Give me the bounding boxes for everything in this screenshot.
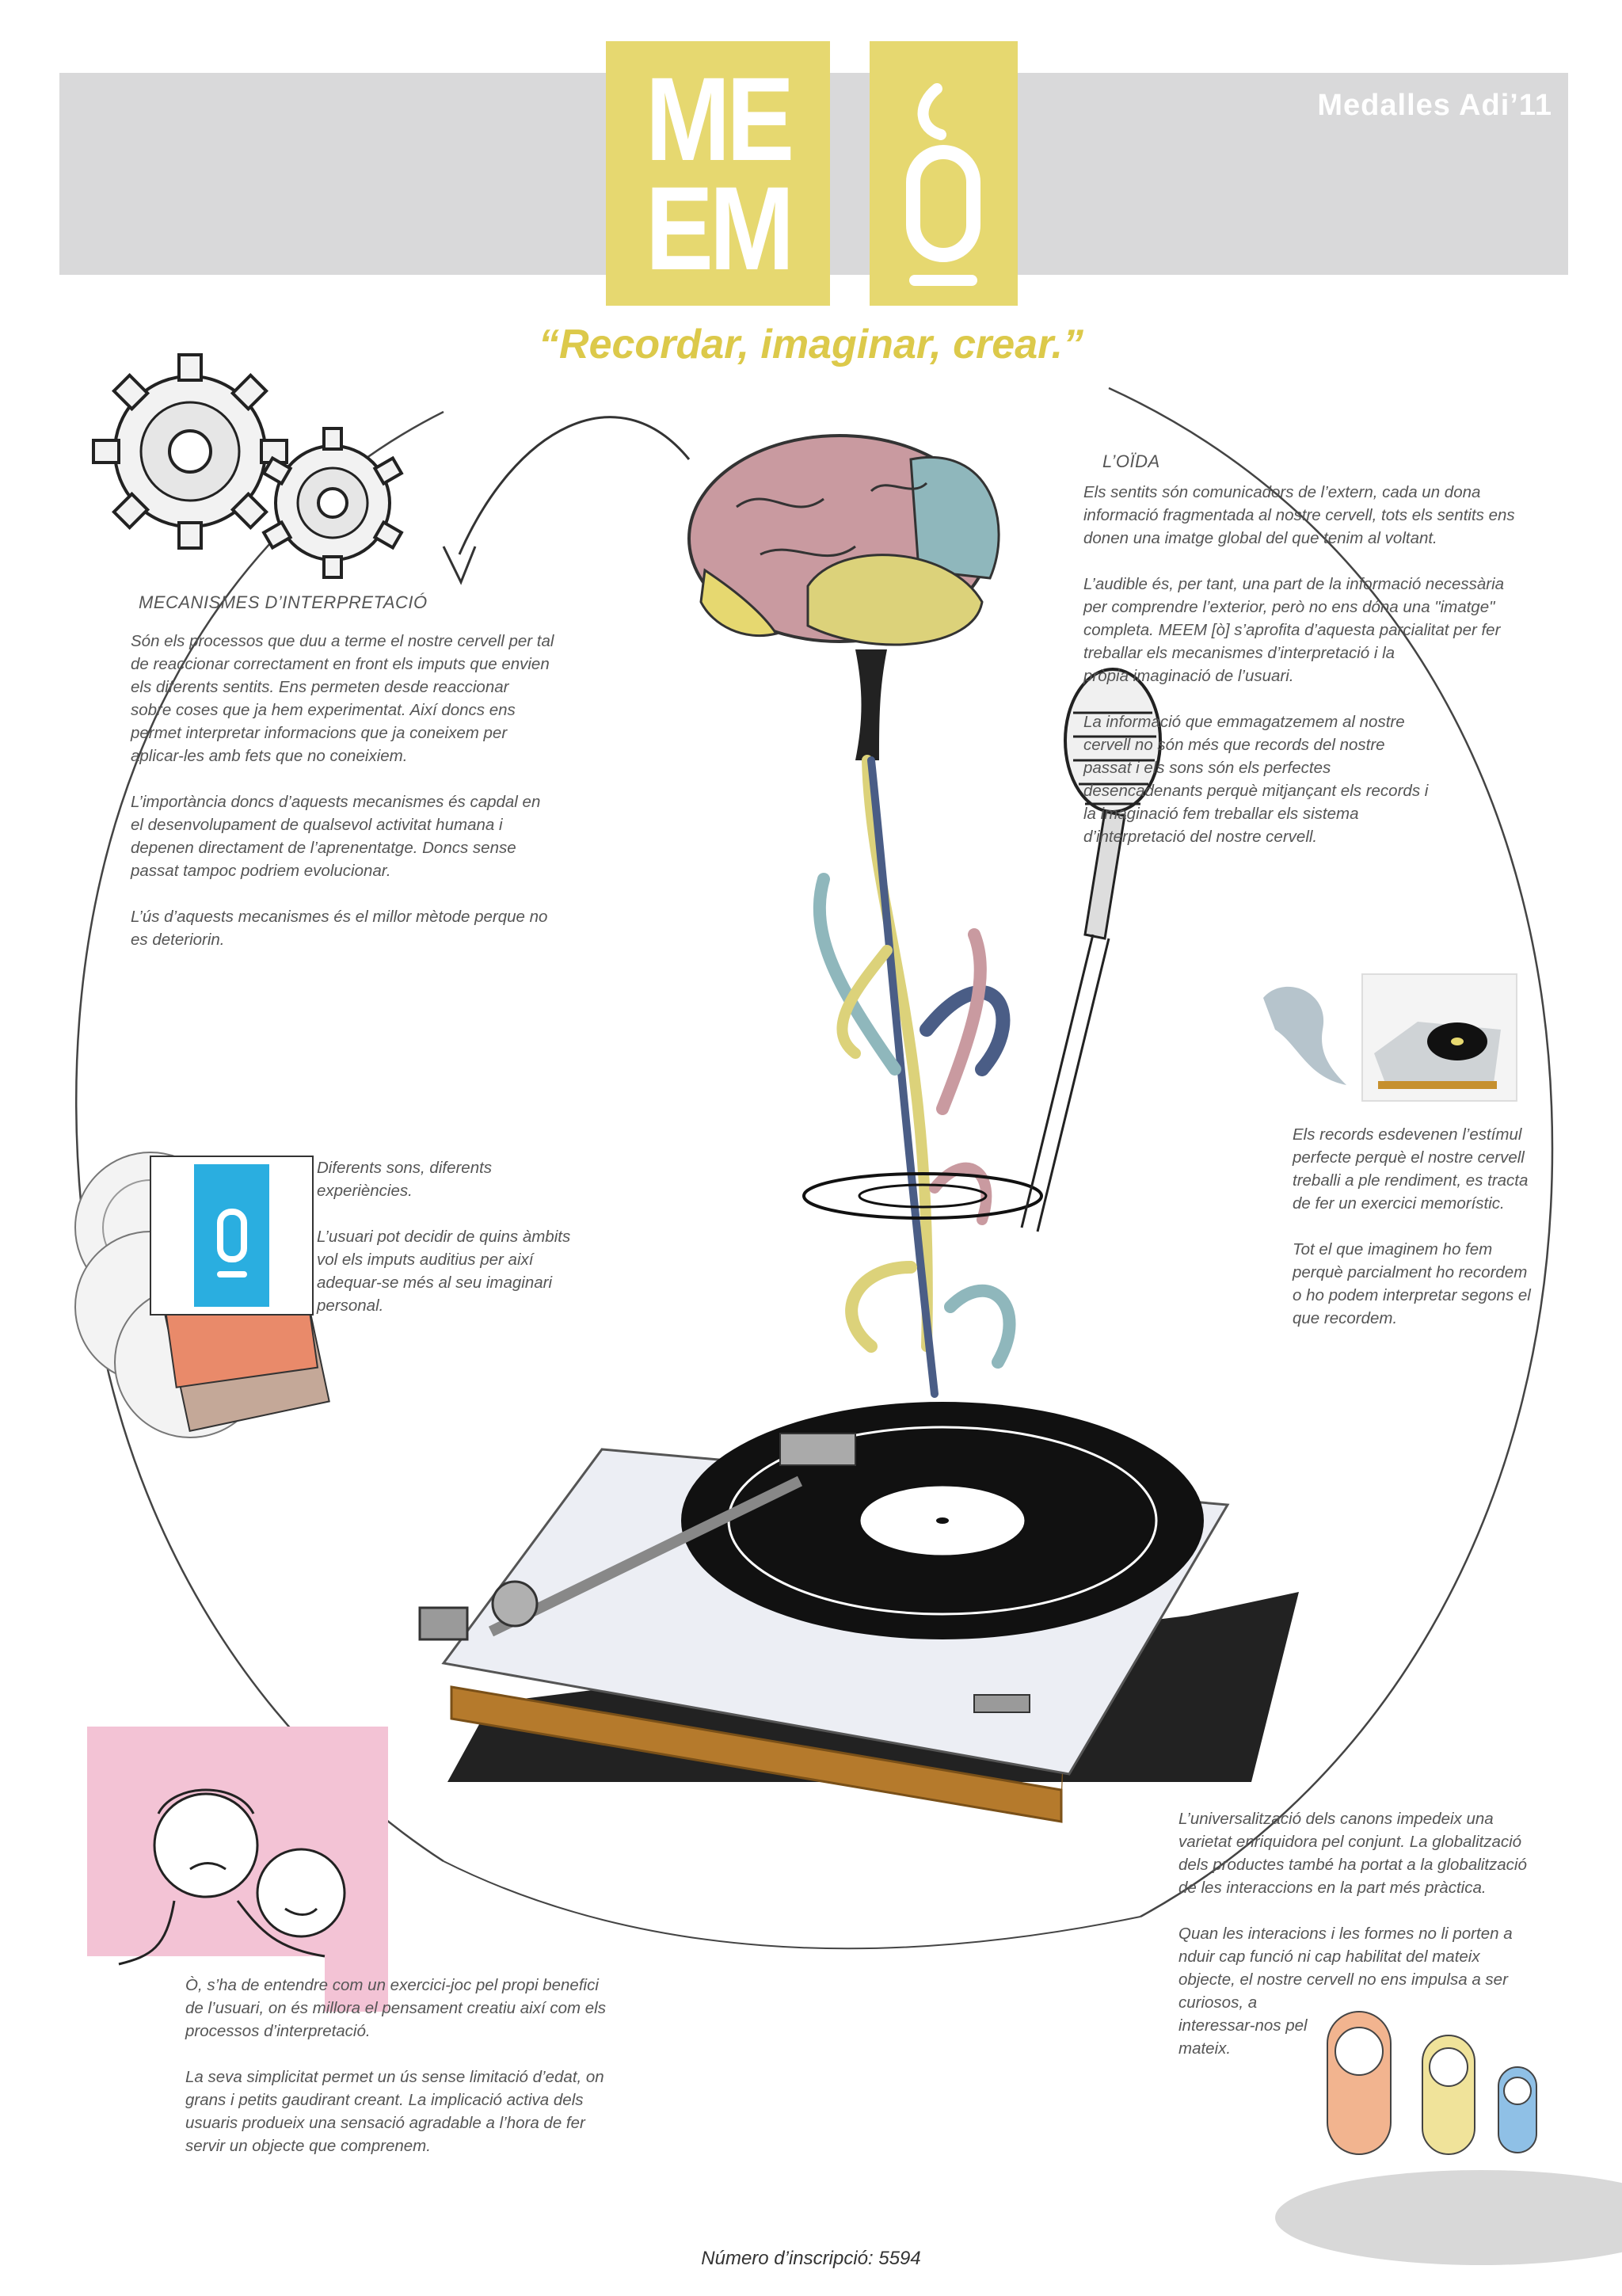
nesting-dolls-icon bbox=[1275, 2011, 1622, 2265]
water-drop-icon bbox=[1263, 986, 1346, 1085]
registration-number: Número d’inscripció: 5594 bbox=[701, 2248, 921, 2269]
mechanisms-body: Són els processos que duu a terme el nos… bbox=[131, 632, 554, 949]
turntable-icon bbox=[418, 1402, 1299, 1823]
universal-body: L’universalització dels canons impedeix … bbox=[1178, 1810, 1527, 2058]
logo-o bbox=[870, 41, 1018, 306]
brain-icon bbox=[687, 434, 1000, 760]
o-grave-icon bbox=[906, 83, 980, 286]
logo-letters: ME EM bbox=[645, 52, 794, 295]
memories-body: Els records esdevenen l’estímul perfecte… bbox=[1293, 1125, 1531, 1327]
gears-icon bbox=[92, 353, 288, 550]
orbit-arc-bottom bbox=[443, 1860, 1141, 1950]
tagline: “Recordar, imaginar, crear.” bbox=[539, 322, 1083, 367]
microphone-icon bbox=[1020, 668, 1162, 1232]
arrow-line bbox=[458, 416, 691, 555]
gears-icon-small bbox=[261, 427, 404, 579]
sounds-body: Diferents sons, diferents experiències. … bbox=[317, 1159, 571, 1315]
sound-ribbons bbox=[813, 755, 1016, 1398]
mechanisms-title: MECANISMES D’INTERPRETACIÓ bbox=[139, 592, 428, 612]
vinyl-cards-icon bbox=[74, 1152, 330, 1438]
ring-inner bbox=[858, 1183, 988, 1209]
game-body: Ò, s’ha de entendre com un exercici-joc … bbox=[185, 1976, 606, 2155]
hearing-body: Els sentits són comunicadors de l’extern… bbox=[1083, 483, 1515, 846]
arrow-head bbox=[442, 546, 477, 585]
turntable-photo bbox=[1361, 973, 1517, 1102]
logo-meem: ME EM bbox=[606, 41, 830, 306]
orbit-arc-right bbox=[1108, 386, 1554, 1918]
hearing-title: L’OÏDA bbox=[1102, 451, 1160, 471]
family-portrait-icon bbox=[87, 1727, 388, 2012]
ring-outer bbox=[802, 1172, 1043, 1220]
award-label: Medalles Adi’11 bbox=[1317, 89, 1552, 122]
